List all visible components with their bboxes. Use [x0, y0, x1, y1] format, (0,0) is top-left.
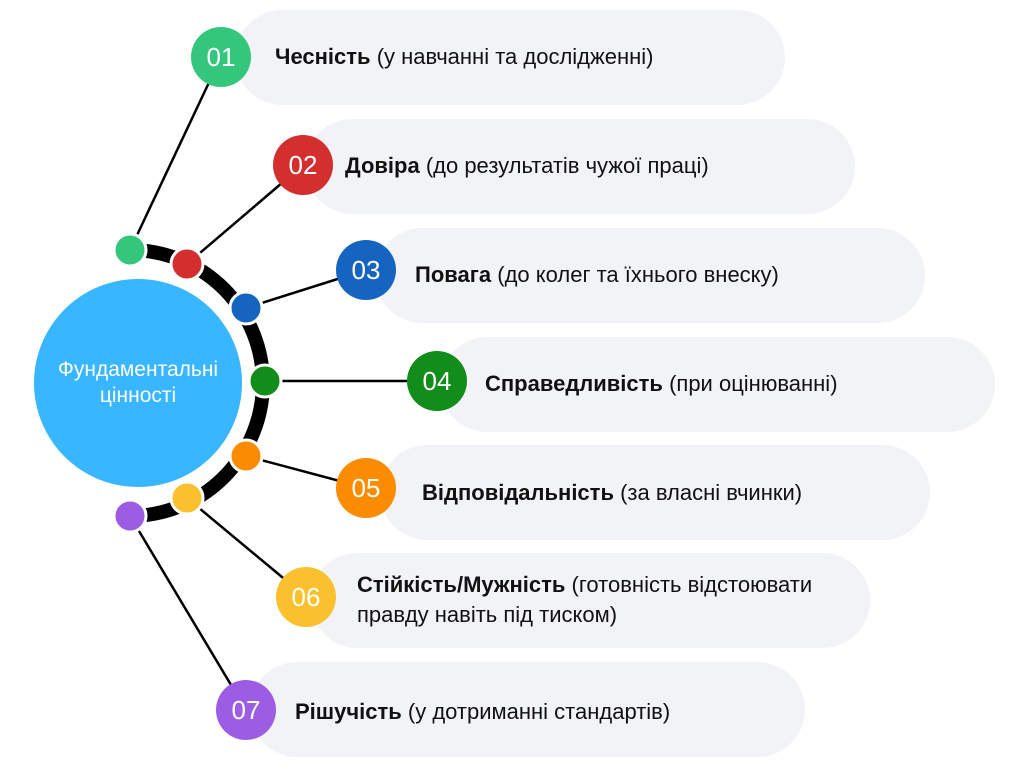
value-description: (при оцінюванні)	[662, 371, 838, 396]
value-pill	[235, 10, 785, 105]
value-title: Чесність	[275, 44, 371, 69]
value-description: (готовність відстоювати правду навіть пі…	[357, 572, 813, 627]
value-text: Стійкість/Мужність (готовність відстоюва…	[357, 570, 837, 630]
value-title: Відповідальність	[422, 480, 614, 505]
value-pill	[380, 445, 930, 540]
value-text: Повага (до колег та їхнього внеску)	[415, 260, 895, 290]
value-description: (до колег та їхнього внеску)	[491, 262, 779, 287]
value-text: Довіра (до результатів чужої праці)	[345, 151, 825, 181]
value-text: Відповідальність (за власні вчинки)	[422, 478, 902, 508]
number-badge: 01	[191, 27, 251, 87]
connector-line	[128, 56, 223, 251]
arc-dot	[169, 480, 205, 516]
number-badge: 02	[273, 135, 333, 195]
center-circle: Фундаментальні цінності	[34, 279, 242, 487]
value-pill	[305, 119, 855, 214]
value-text: Рішучість (у дотриманні стандартів)	[295, 697, 775, 727]
value-title: Повага	[415, 262, 492, 287]
arc-dot	[247, 363, 283, 399]
value-description: (у навчанні та дослідженні)	[370, 44, 654, 69]
value-pill	[310, 553, 870, 648]
value-title: Довіра	[345, 153, 420, 178]
value-pill	[375, 228, 925, 323]
number-badge: 04	[407, 351, 467, 411]
value-pill	[250, 662, 805, 757]
value-text: Справедливість (при оцінюванні)	[485, 369, 965, 399]
value-title: Рішучість	[295, 699, 402, 724]
connector-line	[128, 515, 248, 711]
center-label: Фундаментальні	[57, 358, 219, 381]
value-description: (у дотриманні стандартів)	[401, 699, 671, 724]
number-badge: 07	[216, 680, 276, 740]
arc-dot	[169, 246, 205, 282]
number-badge: 03	[336, 240, 396, 300]
arc-dot	[112, 232, 148, 268]
value-text: Чесність (у навчанні та дослідженні)	[275, 42, 755, 72]
value-title: Стійкість/Мужність	[357, 572, 566, 597]
number-badge: 06	[276, 567, 336, 627]
value-title: Справедливість	[485, 371, 663, 396]
value-description: (до результатів чужої праці)	[419, 153, 709, 178]
value-pill	[440, 337, 995, 432]
number-badge: 05	[336, 458, 396, 518]
center-label-2: цінності	[99, 384, 177, 407]
arc-dot	[112, 498, 148, 534]
value-description: (за власні вчинки)	[613, 480, 803, 505]
arc-dot	[228, 290, 264, 326]
arc-dot	[228, 438, 264, 474]
